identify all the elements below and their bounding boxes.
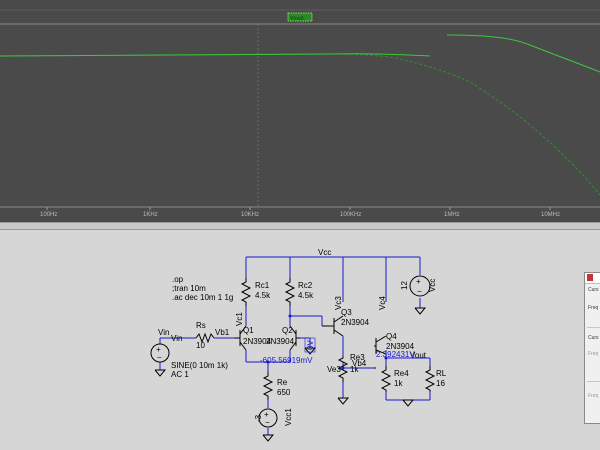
rc1-symbol [240,278,252,306]
re3-name[interactable]: Re3 [350,353,365,362]
re4-symbol [380,366,392,392]
q2-name[interactable]: Q2 [282,326,293,335]
re4-name[interactable]: Re4 [394,369,409,378]
q2-symbol [289,325,300,351]
re-symbol [262,372,274,400]
zero-volt-box [304,337,316,353]
cursor-window-titlebar[interactable] [585,273,600,284]
net-label-vcc[interactable]: Vcc [318,248,331,257]
transistor-symbols [234,315,387,369]
re3-symbol [337,356,349,382]
vin-source-name[interactable]: Vin [171,334,182,343]
net-label-vout[interactable]: Vout [410,351,427,360]
vcc-source-value[interactable]: 12 [400,281,409,290]
vcc-source-name[interactable]: Vcc [428,279,437,292]
op-voltage-emitter-node[interactable]: -605.56919mV [260,356,313,365]
q4-name[interactable]: Q4 [386,332,397,341]
junction-dots [266,314,388,370]
schematic-pane[interactable]: +− +− +− .op ;tran 10m .ac dec 10m 1 1g … [0,230,600,450]
rc1-value[interactable]: 4.5k [255,291,271,300]
x-tick-label: 100KHz [340,212,361,218]
vin-source-ac[interactable]: AC 1 [171,370,189,379]
source-symbols [150,275,431,428]
vcc1-source-value[interactable]: -3 [254,414,263,422]
q1-model[interactable]: 2N3904 [243,337,272,346]
pane-splitter[interactable] [0,222,600,230]
net-label-vc1[interactable]: Vc1 [235,312,244,326]
rl-name[interactable]: RL [436,369,447,378]
re3-value[interactable]: 1k [350,365,359,374]
q4-symbol [374,335,387,369]
svg-text:−: − [417,287,422,296]
svg-text:+: + [416,277,421,286]
q3-model[interactable]: 2N3904 [341,318,370,327]
cursor-label: Curs [588,335,599,341]
waveform-plot-pane[interactable]: V(out) 100Hz 1KHz 10KHz 100KHz 1MHz 10MH… [0,0,600,222]
app-icon [587,274,593,281]
directive-ac[interactable]: .ac dec 10m 1 1g [172,293,233,302]
x-tick-label: 100Hz [40,212,57,218]
op-voltage-q2-base[interactable]: 0V [306,340,315,350]
q2-model[interactable]: 2N3904 [266,337,295,346]
rc2-name[interactable]: Rc2 [298,281,313,290]
rl-value[interactable]: 16 [436,379,445,388]
svg-text:−: − [265,418,270,427]
net-label-vc4[interactable]: Vc4 [378,296,387,310]
cursor-label: Curs [588,287,599,293]
rs-symbol [195,332,215,344]
net-label-vb1[interactable]: Vb1 [215,328,230,337]
ground-symbols [154,307,427,442]
re-name[interactable]: Re [277,378,288,387]
x-tick-label: 10MHz [541,212,560,218]
x-axis: 100Hz 1KHz 10KHz 100KHz 1MHz 10MHz [40,207,560,218]
x-tick-label: 1MHz [444,212,460,218]
vcc-source-symbol [409,275,431,297]
q3-symbol [322,315,344,337]
vcc1-source-symbol [258,408,278,428]
cursor-window[interactable]: Curs Freq Curs Freq Freq [584,272,600,424]
svg-text:−: − [157,353,162,362]
q3-name[interactable]: Q3 [341,308,352,317]
q1-name[interactable]: Q1 [243,326,254,335]
source-polarity: +− +− +− [156,277,422,427]
vin-source-function[interactable]: SINE(0 10m 1k) [171,361,228,370]
schematic-canvas[interactable]: +− +− +− .op ;tran 10m .ac dec 10m 1 1g … [0,230,600,450]
x-tick-label: 10KHz [241,212,259,218]
rc2-symbol [284,278,296,306]
magnitude-trace-lower[interactable] [0,53,600,196]
x-tick-label: 1KHz [143,212,158,218]
q1-symbol [234,325,247,351]
svg-text:+: + [264,410,269,419]
vcc1-source-name[interactable]: Vcc1 [284,408,293,426]
trace-label[interactable]: V(out) [290,16,304,22]
magnitude-trace[interactable] [0,53,431,57]
cursor-separator [587,327,600,328]
net-label-vb4[interactable]: Vb4 [352,359,367,368]
phase-trace[interactable] [446,34,600,73]
vin-source-symbol [150,343,170,363]
trace-label-box[interactable] [287,12,313,22]
q4-model[interactable]: 2N3904 [386,342,415,351]
rc2-value[interactable]: 4.5k [298,291,314,300]
net-label-ve3[interactable]: Ve3 [327,365,341,374]
directive-tran[interactable]: ;tran 10m [172,284,206,293]
rc1-name[interactable]: Rc1 [255,281,270,290]
bode-plot[interactable]: V(out) 100Hz 1KHz 10KHz 100KHz 1MHz 10MH… [0,0,600,222]
rs-value[interactable]: 10 [196,341,205,350]
freq-label: Freq [588,305,599,311]
op-voltage-output[interactable]: 2.392431V [376,350,415,359]
re-value[interactable]: 650 [277,388,291,397]
cursor-separator [587,381,600,382]
rl-symbol [424,366,436,392]
svg-text:+: + [156,345,161,354]
re4-value[interactable]: 1k [394,379,403,388]
freq-label: Freq [588,351,599,357]
directive-op[interactable]: .op [172,275,184,284]
net-label-vin[interactable]: Vin [158,328,169,337]
resistor-symbols [195,278,436,400]
net-label-vc3[interactable]: Vc3 [334,296,343,310]
rs-name[interactable]: Rs [196,321,206,330]
freq-label: Freq [588,393,599,399]
